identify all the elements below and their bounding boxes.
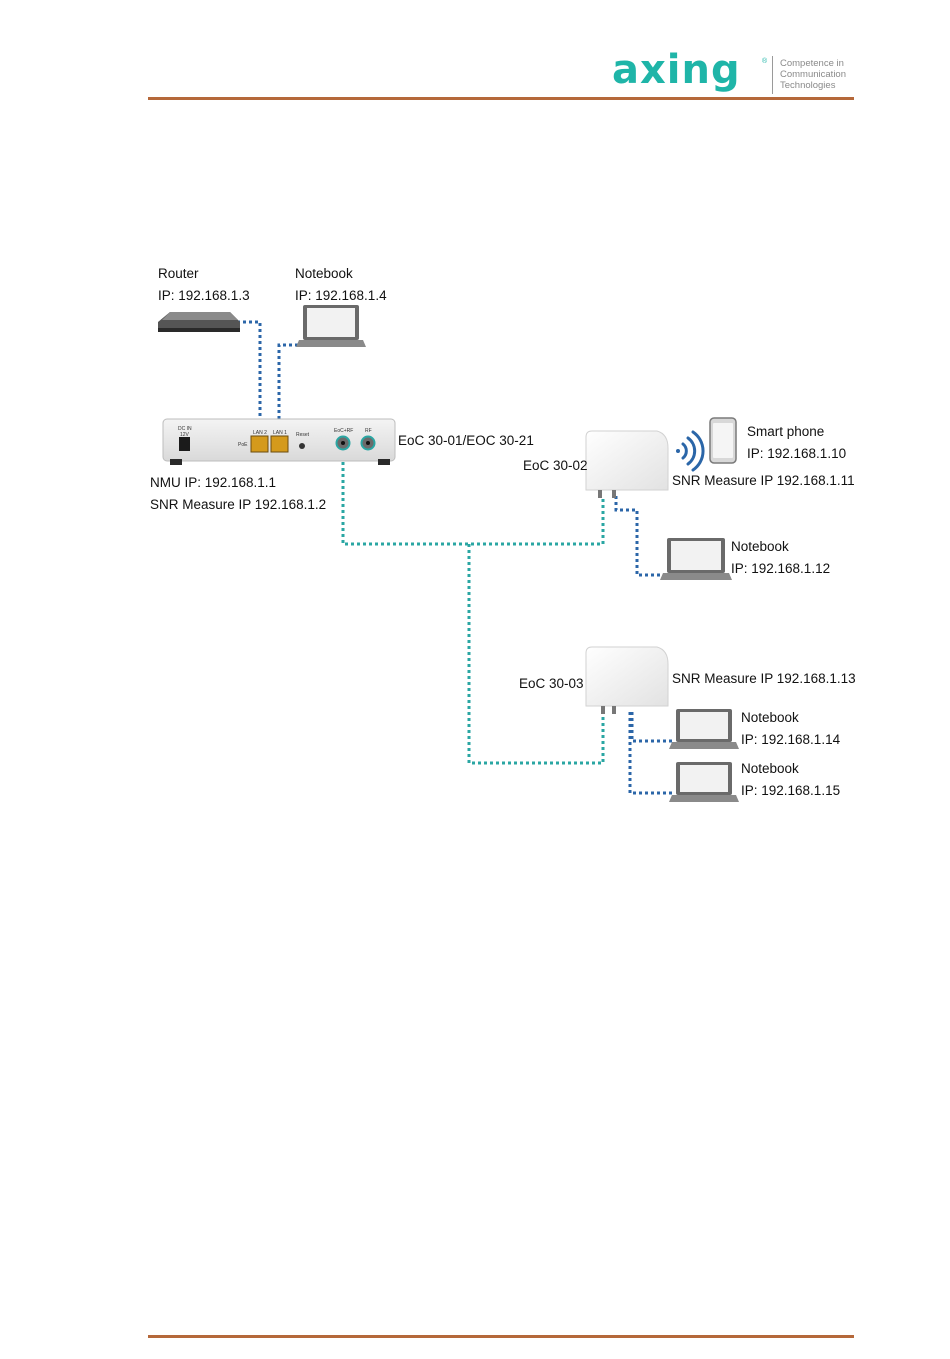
coax-trunk-slave2: [467, 544, 605, 765]
coax-master-slave1: [341, 450, 605, 546]
router-name: Router: [158, 266, 199, 281]
logo-wordmark: axing: [612, 47, 741, 93]
coax-cables: [341, 450, 605, 765]
slave2-model-label: EoC 30-03: [519, 676, 584, 691]
notebook-3-device: [669, 762, 739, 802]
notebook-2-label: Notebook IP: 192.168.1.14: [741, 707, 840, 751]
notebook-2-ip: IP: 192.168.1.14: [741, 732, 841, 747]
master-nmu-ip: NMU IP: 192.168.1.1: [150, 475, 277, 490]
port-label-poe: PoE: [238, 442, 248, 448]
smartphone-label: Smart phone IP: 192.168.1.10: [747, 421, 846, 465]
master-snr-ip: SNR Measure IP 192.168.1.2: [150, 497, 327, 512]
router-device: [158, 312, 240, 332]
slave1-snr-ip: SNR Measure IP 192.168.1.11: [672, 473, 855, 488]
lan-cables: [237, 320, 672, 795]
slave2-eoc-device: [585, 646, 669, 714]
port-label-rf: RF: [365, 428, 372, 434]
port-label-dc-in: DC IN: [178, 426, 192, 432]
cable-slave2-notebook2: [630, 712, 672, 743]
header-rule: [148, 97, 854, 100]
router-label: Router IP: 192.168.1.3: [158, 263, 250, 307]
port-label-eoc-rf: EoC+RF: [334, 428, 353, 434]
notebook-top-name: Notebook: [295, 266, 353, 281]
logo-tagline: Competence in Communication Technologies: [780, 58, 846, 91]
cable-router-master: [237, 320, 262, 440]
tagline-line-3: Technologies: [780, 80, 836, 91]
wifi-signal-icon: [676, 430, 705, 472]
notebook-1-name: Notebook: [731, 539, 789, 554]
master-port-labels: DC IN 12V PoE LAN 2 LAN 1 Reset EoC+RF R…: [178, 426, 372, 448]
cable-slave1-notebook1: [614, 496, 662, 577]
smartphone-ip: IP: 192.168.1.10: [747, 446, 847, 461]
notebook-1-device: [660, 538, 732, 580]
port-label-reset: Reset: [296, 432, 310, 438]
port-label-lan2: LAN 2: [253, 430, 267, 436]
notebook-2-device: [669, 709, 739, 749]
slave1-eoc-device: [585, 430, 669, 498]
cable-notebook-master: [277, 343, 298, 440]
footer-rule: [148, 1335, 854, 1338]
notebook-top-ip: IP: 192.168.1.4: [295, 288, 387, 303]
notebook-top-label: Notebook IP: 192.168.1.4: [295, 263, 387, 307]
router-ip: IP: 192.168.1.3: [158, 288, 250, 303]
notebook-top-device: [296, 305, 366, 347]
notebook-3-ip: IP: 192.168.1.15: [741, 783, 841, 798]
port-label-dc-volt: 12V: [180, 432, 190, 438]
notebook-3-label: Notebook IP: 192.168.1.15: [741, 758, 840, 802]
master-eoc-device: [162, 418, 396, 465]
notebook-2-name: Notebook: [741, 710, 799, 725]
slave2-snr-ip: SNR Measure IP 192.168.1.13: [672, 671, 856, 686]
port-label-lan1: LAN 1: [273, 430, 287, 436]
smartphone-name: Smart phone: [747, 424, 825, 439]
master-model-label: EoC 30-01/EOC 30-21: [398, 433, 534, 448]
notebook-1-ip: IP: 192.168.1.12: [731, 561, 831, 576]
master-ip-label: NMU IP: 192.168.1.1 SNR Measure IP 192.1…: [150, 472, 326, 516]
tagline-line-1: Competence in: [780, 58, 844, 69]
tagline-line-2: Communication: [780, 69, 846, 80]
logo-registered-mark: ®: [762, 58, 768, 65]
axing-logo: axing ® Competence in Communication Tech…: [612, 48, 857, 98]
smartphone-device: [709, 417, 737, 464]
cable-slave2-notebook3: [628, 712, 672, 795]
slave1-model-label: EoC 30-02: [523, 458, 588, 473]
logo-separator: [772, 56, 773, 94]
notebook-3-name: Notebook: [741, 761, 799, 776]
notebook-1-label: Notebook IP: 192.168.1.12: [731, 536, 830, 580]
